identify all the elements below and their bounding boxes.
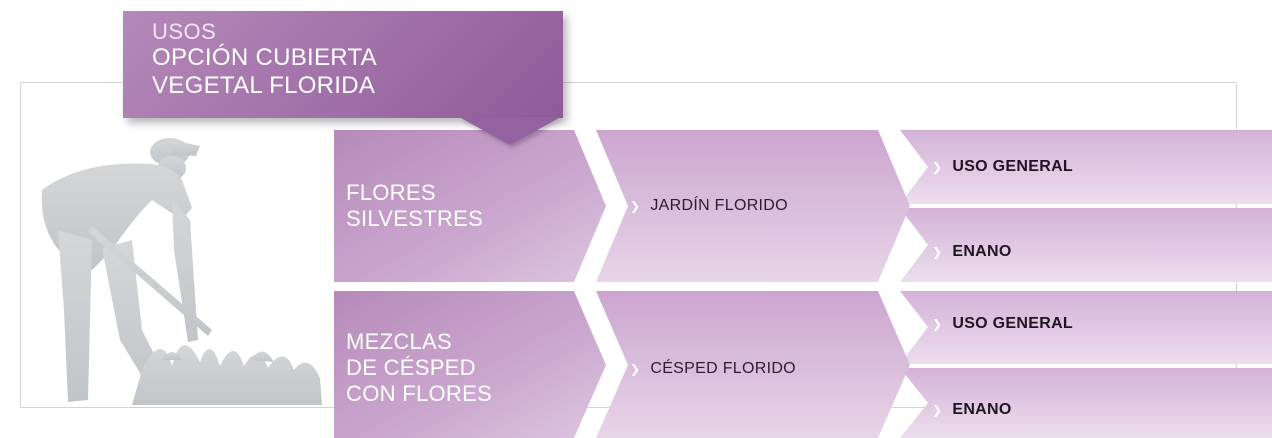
header-title-line1: OPCIÓN CUBIERTA bbox=[152, 44, 377, 71]
category-line: CON FLORES bbox=[346, 380, 493, 406]
leaf-text: USO GENERAL bbox=[952, 158, 1074, 175]
header-kicker: USOS bbox=[152, 19, 217, 44]
header-pointer-arrow bbox=[459, 117, 561, 145]
category-line: SILVESTRES bbox=[346, 206, 484, 231]
header-text: USOS OPCIÓN CUBIERTA VEGETAL FLORIDA bbox=[152, 20, 377, 100]
subcategory-cell-jardin-florido: ❯ JARDÍN FLORIDO bbox=[596, 130, 910, 282]
category-line: MEZCLAS bbox=[346, 328, 453, 354]
category-cell-flores-silvestres: FLORES SILVESTRES bbox=[334, 130, 606, 282]
leaf-label: ❯ USO GENERAL bbox=[932, 315, 1073, 333]
chevron-right-icon: ❯ bbox=[932, 403, 943, 417]
leaf-label: ❯ USO GENERAL bbox=[932, 158, 1073, 176]
chevron-right-icon: ❯ bbox=[630, 199, 641, 213]
leaf-label: ❯ ENANO bbox=[932, 243, 1012, 261]
leaf-cell-shape bbox=[900, 208, 1272, 282]
header-box bbox=[123, 11, 563, 118]
leaf-cell-shape bbox=[900, 291, 1272, 364]
leaf-text: USO GENERAL bbox=[952, 314, 1074, 332]
subcategory-text: JARDÍN FLORIDO bbox=[650, 197, 788, 214]
leaf-cell-shape bbox=[900, 368, 1272, 438]
header-title-line2: VEGETAL FLORIDA bbox=[152, 72, 376, 99]
leaf-label: ❯ ENANO bbox=[932, 401, 1012, 419]
subcategory-cell-shape bbox=[596, 130, 910, 282]
category-cell-shape bbox=[334, 130, 606, 282]
leaf-cell-enano-2: ❯ ENANO bbox=[900, 368, 1272, 438]
chevron-right-icon: ❯ bbox=[932, 160, 943, 174]
leaf-cell-uso-general-1: ❯ USO GENERAL bbox=[900, 130, 1272, 204]
category-cell-shape bbox=[334, 291, 606, 438]
leaf-text: ENANO bbox=[952, 401, 1012, 418]
category-label: MEZCLAS DE CÉSPED CON FLORES bbox=[338, 329, 492, 407]
category-line: DE CÉSPED bbox=[346, 354, 476, 380]
subcategory-text: CÉSPED FLORIDO bbox=[650, 359, 796, 377]
subcategory-cell-shape bbox=[596, 291, 910, 438]
chevron-right-icon: ❯ bbox=[932, 316, 943, 331]
subcategory-cell-cesped-florido: ❯ CÉSPED FLORIDO bbox=[596, 291, 910, 438]
category-label: FLORES SILVESTRES bbox=[338, 180, 483, 232]
leaf-cell-enano-1: ❯ ENANO bbox=[900, 208, 1272, 282]
subcategory-label: ❯ JARDÍN FLORIDO bbox=[630, 197, 788, 215]
leaf-cell-shape bbox=[900, 130, 1272, 204]
category-line: FLORES bbox=[346, 180, 436, 205]
subcategory-label: ❯ CÉSPED FLORIDO bbox=[630, 360, 796, 378]
chevron-right-icon: ❯ bbox=[932, 245, 943, 259]
chevron-right-icon: ❯ bbox=[630, 361, 641, 376]
leaf-text: ENANO bbox=[952, 243, 1012, 260]
gardener-silhouette-icon bbox=[41, 138, 322, 405]
leaf-cell-uso-general-2: ❯ USO GENERAL bbox=[900, 291, 1272, 364]
category-cell-mezclas-de-cesped: MEZCLAS DE CÉSPED CON FLORES bbox=[334, 291, 606, 438]
